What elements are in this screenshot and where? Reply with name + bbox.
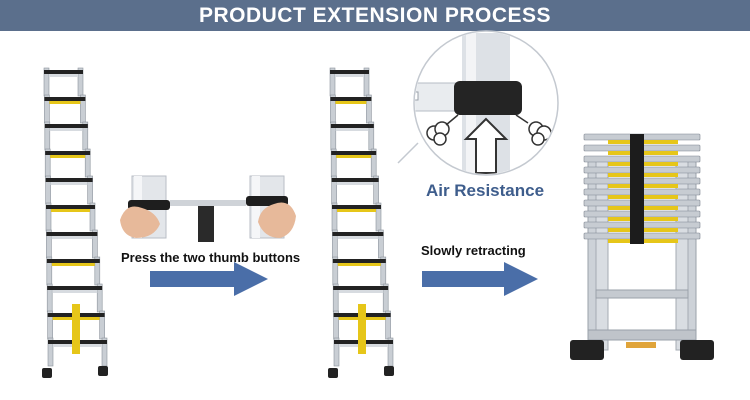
arrow-right-icon — [422, 262, 538, 296]
air-resistance-label: Air Resistance — [425, 181, 545, 200]
thumb-buttons-image — [120, 175, 296, 242]
retracting-ladder-image — [328, 67, 394, 378]
step-label-press-buttons: Press the two thumb buttons — [121, 250, 301, 265]
collapsed-ladder-image — [570, 133, 714, 360]
extended-ladder-image — [42, 67, 108, 378]
header-banner: PRODUCT EXTENSION PROCESS — [0, 0, 750, 31]
step-label-retracting: Slowly retracting — [421, 243, 526, 258]
page-title: PRODUCT EXTENSION PROCESS — [198, 3, 552, 27]
air-resistance-detail-image — [397, 30, 559, 176]
arrow-right-icon — [150, 262, 268, 296]
